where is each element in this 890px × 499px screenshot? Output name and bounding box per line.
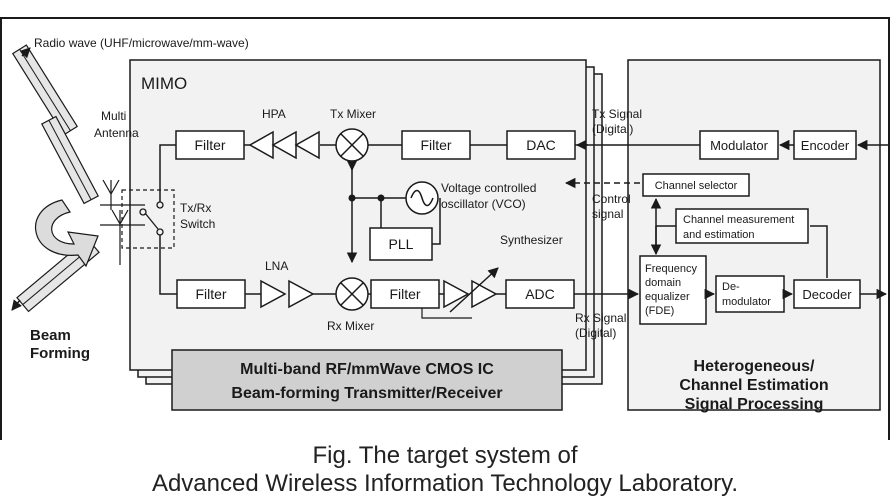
fde-label-3: equalizer: [645, 291, 690, 303]
dac-box: [506, 130, 576, 160]
signal-label: signal: [592, 207, 623, 221]
pll-box: [369, 227, 433, 261]
vga-control-line: [421, 308, 472, 319]
pll-feedback: [432, 228, 441, 245]
lo-node-2: [377, 194, 385, 202]
demodulator-label-2: modulator: [722, 296, 771, 308]
channel-selector-label: Channel selector: [655, 180, 738, 192]
dsp-title-line2: Channel Estimation: [679, 377, 828, 394]
rx-filter2-label: Filter: [389, 286, 420, 302]
beam-arrows: [11, 47, 31, 311]
fde-label-1: Frequency: [645, 263, 697, 275]
dsp-title-line3: Signal Processing: [685, 396, 824, 413]
rx-filter-label: Filter: [195, 286, 226, 302]
forming-label: Forming: [30, 345, 90, 362]
rx-signal-label: Rx Signal: [575, 311, 626, 325]
ic-label-box: [171, 349, 563, 411]
adc-box: [505, 279, 575, 309]
encoder-label: Encoder: [801, 138, 850, 153]
antenna-label: Antenna: [94, 126, 139, 140]
hpa-amplifier: [248, 130, 320, 160]
beam-forming-arrow: [34, 199, 99, 268]
tx-filter-box: [175, 130, 245, 160]
vco-label-2: oscillator (VCO): [441, 197, 526, 211]
tx-mixer: [335, 128, 369, 162]
encoder-box: [793, 130, 857, 160]
tx-mixer-label: Tx Mixer: [330, 107, 376, 121]
lna-label: LNA: [265, 259, 288, 273]
fde-box: [639, 255, 707, 325]
synthesizer-label: Synthesizer: [500, 233, 563, 247]
outer-frame: [0, 17, 890, 440]
caption-line-2: Advanced Wireless Information Technology…: [151, 470, 739, 497]
tx-signal-digital: (Digital): [592, 122, 633, 136]
decoder-box: [793, 279, 861, 309]
system-block-diagram: Multi-band RF/mmWave CMOS IC Beam-formin…: [0, 17, 890, 440]
demodulator-box: [715, 275, 785, 313]
channel-selector-box: [642, 173, 750, 197]
vco-symbol: [405, 181, 439, 215]
rx-mixer-label: Rx Mixer: [327, 319, 374, 333]
ic-title-line1: Multi-band RF/mmWave CMOS IC: [240, 361, 494, 378]
channel-measurement-label-1: Channel measurement: [683, 214, 794, 226]
adc-label: ADC: [525, 286, 555, 302]
pll-label: PLL: [389, 236, 414, 252]
channel-measurement-label-2: and estimation: [683, 229, 755, 241]
channel-measurement-box: [675, 208, 809, 244]
modulator-box: [699, 130, 779, 160]
ic-title-line2: Beam-forming Transmitter/Receiver: [231, 385, 502, 402]
tx-signal-label: Tx Signal: [592, 107, 642, 121]
fde-label-2: domain: [645, 277, 681, 289]
decoder-label: Decoder: [802, 287, 852, 302]
hpa-label: HPA: [262, 107, 286, 121]
txrx-label: Tx/Rx: [180, 201, 211, 215]
vco-label-1: Voltage controlled: [441, 181, 536, 195]
rx-signal-digital: (Digital): [575, 326, 616, 340]
tx-filter2-label: Filter: [420, 137, 451, 153]
rx-filter2-box: [370, 279, 440, 309]
txrx-switch: [121, 189, 175, 249]
rx-mixer: [335, 277, 369, 311]
vga-gain-arrow: [449, 267, 499, 313]
radio-wave-label: Radio wave (UHF/microwave/mm-wave): [34, 36, 249, 50]
vga-amplifier: [443, 279, 498, 309]
tx-filter2-box: [401, 130, 471, 160]
tx-chain-wires: [159, 144, 588, 202]
modulator-label: Modulator: [710, 138, 768, 153]
caption-line-1: Fig. The target system of: [312, 442, 578, 469]
beam-label: Beam: [30, 327, 71, 344]
antenna-array: [11, 44, 100, 313]
fde-label-4: (FDE): [645, 305, 674, 317]
dsp-wires: [650, 197, 888, 300]
dsp-title-line1: Heterogeneous/: [694, 358, 815, 375]
lna-amplifier: [260, 279, 315, 309]
switch-label: Switch: [180, 217, 215, 231]
rx-chain-wires: [159, 235, 506, 295]
rx-filter-box: [176, 279, 246, 309]
tx-filter-label: Filter: [194, 137, 225, 153]
control-label: Control: [592, 192, 631, 206]
dac-label: DAC: [526, 137, 556, 153]
multi-label: Multi: [101, 109, 126, 123]
demodulator-label-1: De-: [722, 281, 740, 293]
lo-node-1: [348, 194, 356, 202]
mimo-label: MIMO: [141, 74, 187, 93]
